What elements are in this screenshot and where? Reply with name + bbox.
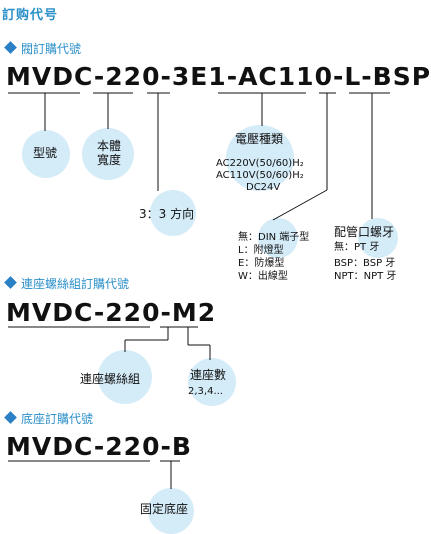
bubble-voltage xyxy=(226,125,294,191)
label-count-title: 連座數 xyxy=(190,368,227,382)
bubble-body-type xyxy=(22,130,70,178)
label-body-width: 本體寬度 xyxy=(96,139,121,167)
bubble-count xyxy=(188,358,236,406)
bubble-fixed-base xyxy=(148,488,194,534)
connector-option-1: 無：DIN 端子型 xyxy=(238,232,310,243)
voltage-option-1: AC220V(50/60)H₂ xyxy=(216,158,304,169)
section-screw-title: 連座螺絲組訂購代號 xyxy=(4,275,130,292)
bubble-direction xyxy=(150,190,196,236)
bubble-thread xyxy=(358,218,398,258)
bubble-screw-set xyxy=(98,350,152,404)
label-count-values: 2,3,4... xyxy=(188,386,223,397)
label-voltage-title: 電壓種類 xyxy=(235,132,284,146)
section-base-title: 底座訂購代號 xyxy=(4,410,94,427)
bubble-body-width xyxy=(82,128,134,180)
label-direction: 3：3 方向 xyxy=(139,207,195,221)
label-body-type: 型號 xyxy=(33,146,58,160)
thread-option-1: 無：PT 牙 xyxy=(334,242,380,253)
voltage-option-2: AC110V(50/60)H₂ xyxy=(216,170,304,181)
section-base-title-text: 底座訂購代號 xyxy=(21,412,94,426)
section-valve-title-text: 閥訂購代號 xyxy=(21,42,82,56)
section-screw-title-text: 連座螺絲組訂購代號 xyxy=(21,277,130,291)
thread-option-3: NPT：NPT 牙 xyxy=(334,271,397,282)
label-screw-set: 連座螺絲組 xyxy=(80,372,141,386)
screw-order-code: MVDC-220-M2 xyxy=(6,298,217,327)
leader-connector-b xyxy=(272,189,328,221)
connector-option-2: L：附燈型 xyxy=(238,245,284,256)
valve-order-code: MVDC-220-3E1-AC110-L-BSP xyxy=(6,62,431,91)
connector-lines xyxy=(8,92,390,489)
label-thread-title: 配管口螺牙 xyxy=(334,225,395,239)
base-order-code: MVDC-220-B xyxy=(6,432,192,461)
connector-option-3: E：防爆型 xyxy=(238,258,285,269)
label-fixed-base: 固定底座 xyxy=(140,502,189,516)
thread-option-2: BSP：BSP 牙 xyxy=(334,258,396,269)
voltage-option-3: DC24V xyxy=(246,182,281,193)
section-valve-title: 閥訂購代號 xyxy=(4,40,82,57)
connector-option-4: W：出線型 xyxy=(238,271,288,282)
page-title: 訂购代号 xyxy=(2,8,59,23)
bubble-connector xyxy=(258,218,298,258)
